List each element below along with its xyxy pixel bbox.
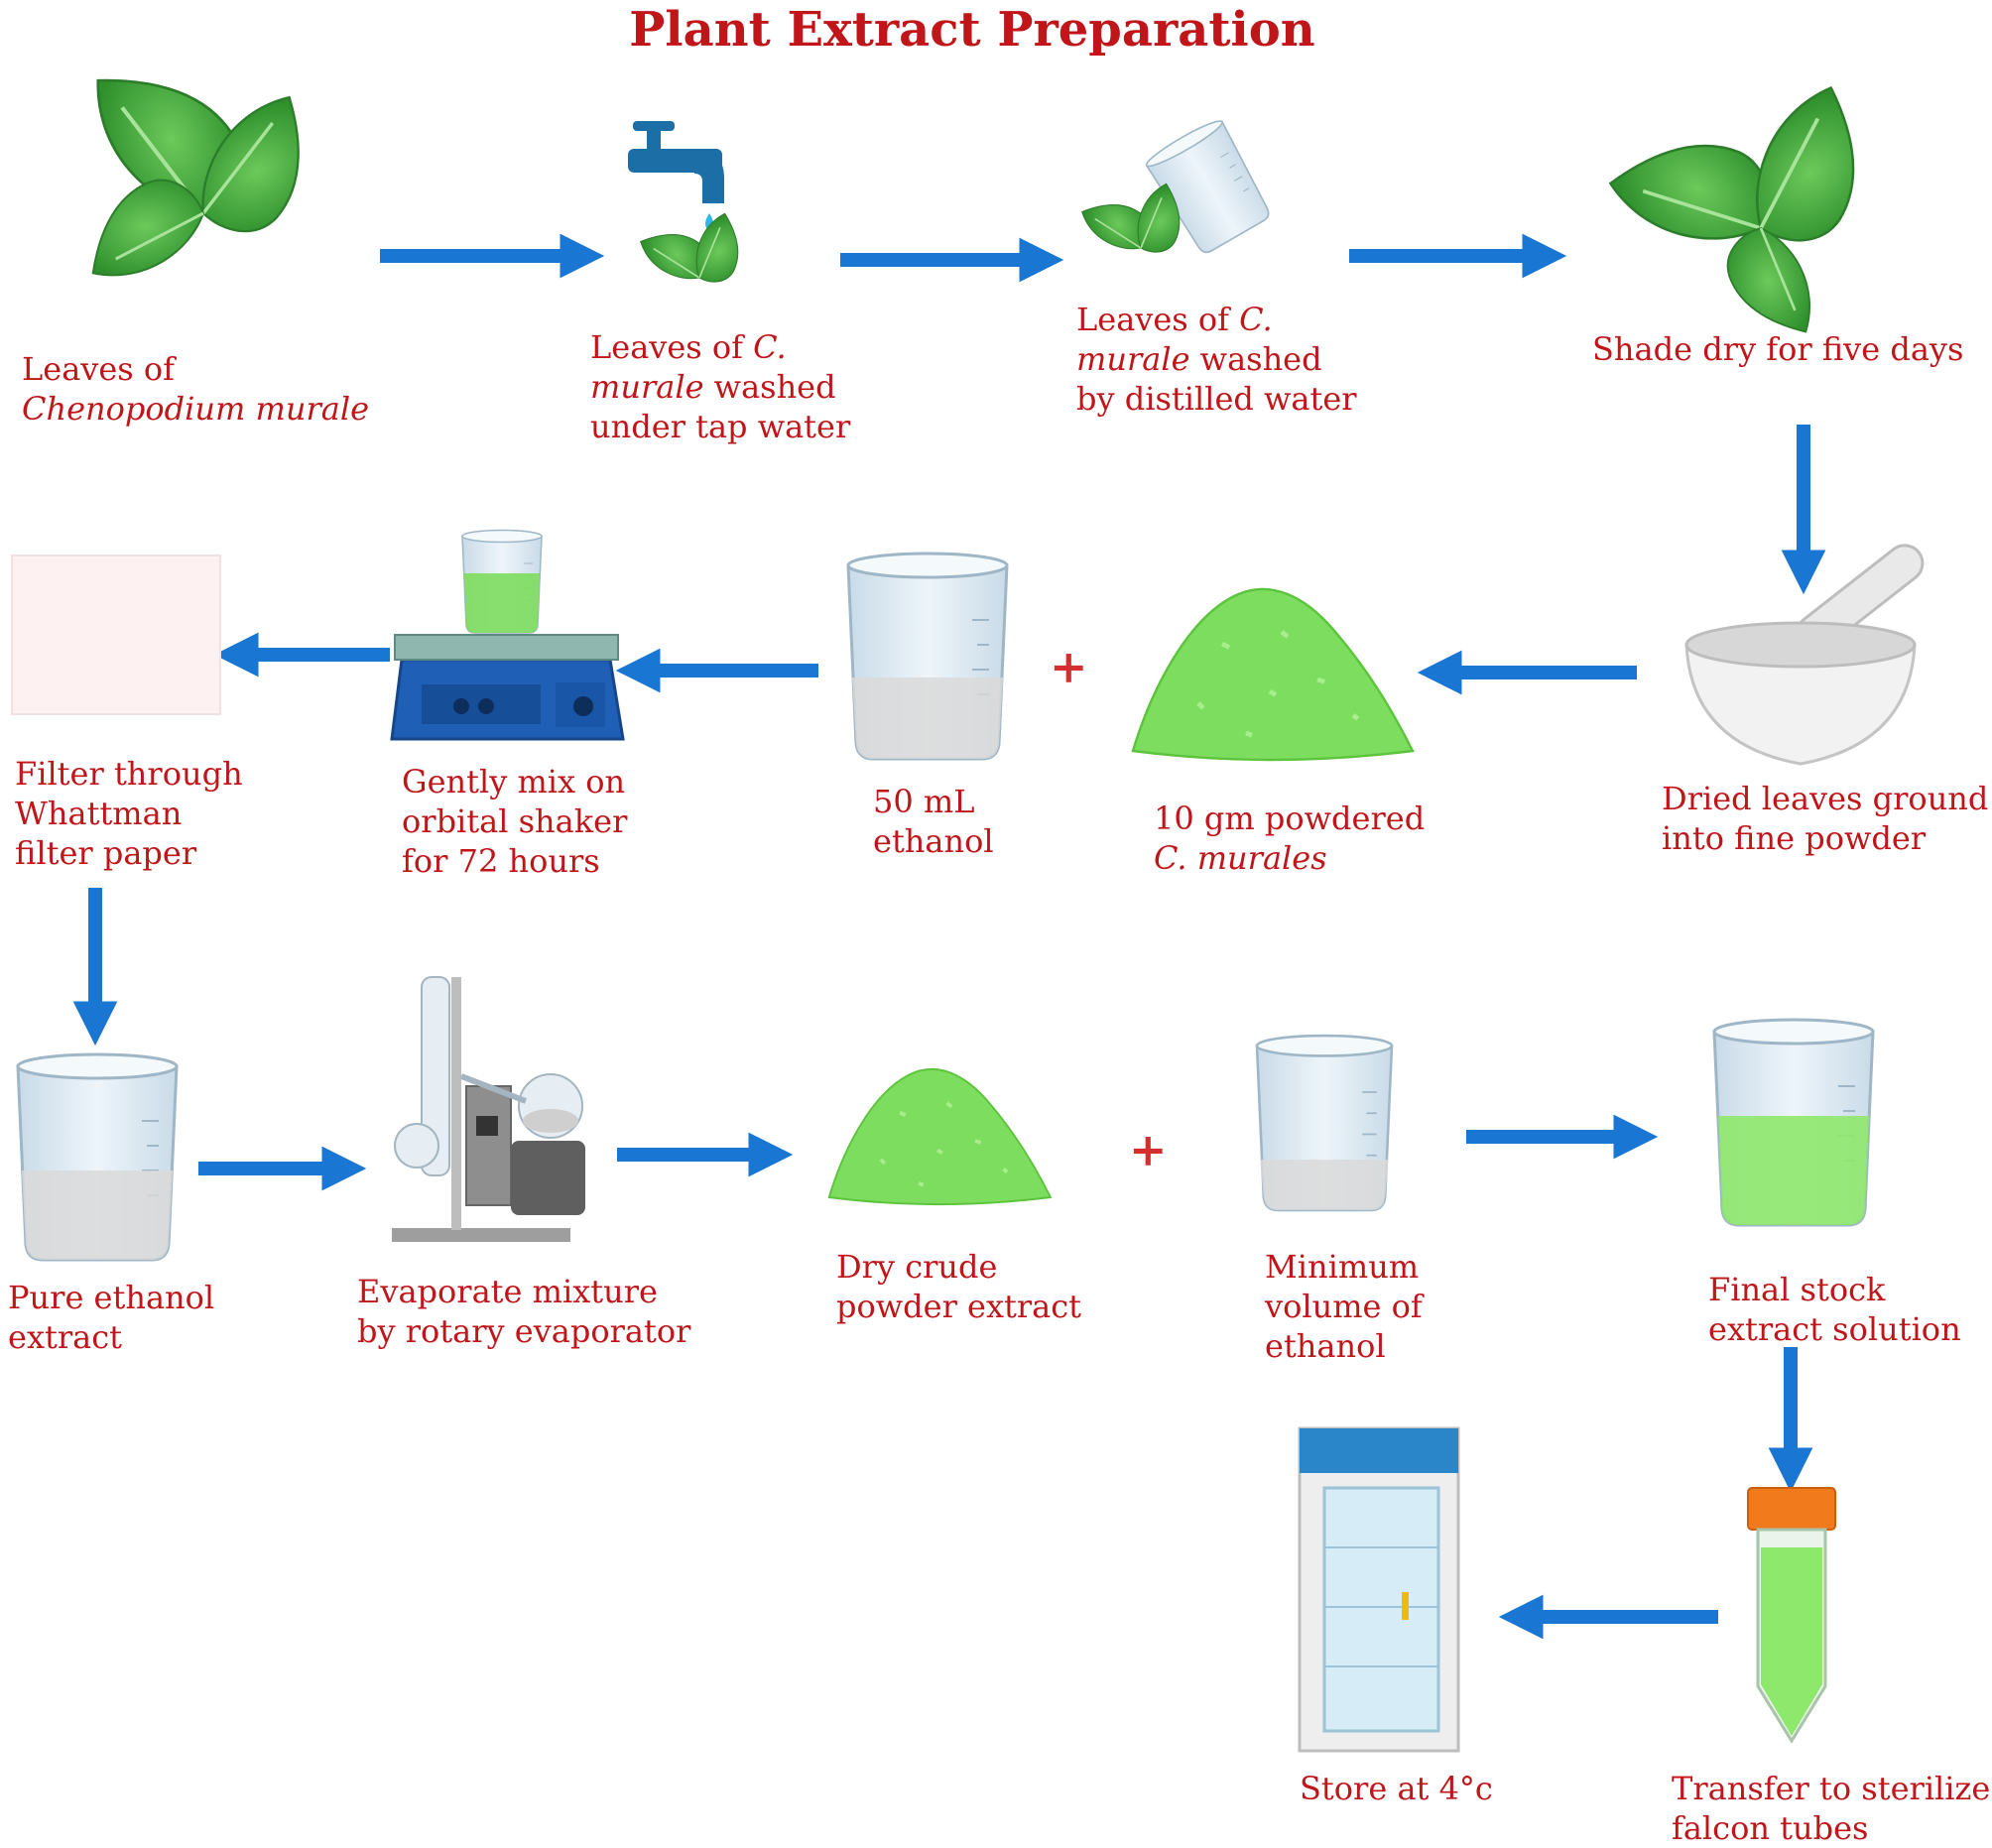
leaf-icon [77, 44, 344, 282]
plus-sign-row3: + [1129, 1123, 1168, 1176]
rotary-evaporator-icon [392, 976, 585, 1242]
tap-water-icon [628, 121, 760, 296]
beaker-pour-icon [1077, 115, 1277, 266]
filter-paper-icon [11, 554, 221, 715]
refrigerator-icon [1298, 1426, 1460, 1753]
label-shade-dry: Shade dry for five days [1592, 330, 1964, 368]
orbital-shaker-icon [390, 529, 625, 741]
dry-leaf-icon [1603, 79, 1904, 340]
beaker-ethanol-icon [846, 552, 1009, 761]
plus-sign-row2: + [1050, 640, 1088, 693]
powder-pile-icon [826, 1067, 1053, 1207]
label-store: Store at 4°c [1300, 1770, 1493, 1807]
flow-arrows [72, 233, 1826, 1640]
powder-pile-icon [1133, 589, 1413, 760]
mortar-pestle-icon [1684, 544, 1925, 766]
beaker-ethanol-icon [1255, 1034, 1394, 1212]
diagram-title: Plant Extract Preparation [629, 2, 1315, 58]
beaker-ethanol-icon [16, 1052, 179, 1262]
beaker-green-icon [1712, 1018, 1875, 1227]
falcon-tube-icon [1747, 1487, 1836, 1744]
